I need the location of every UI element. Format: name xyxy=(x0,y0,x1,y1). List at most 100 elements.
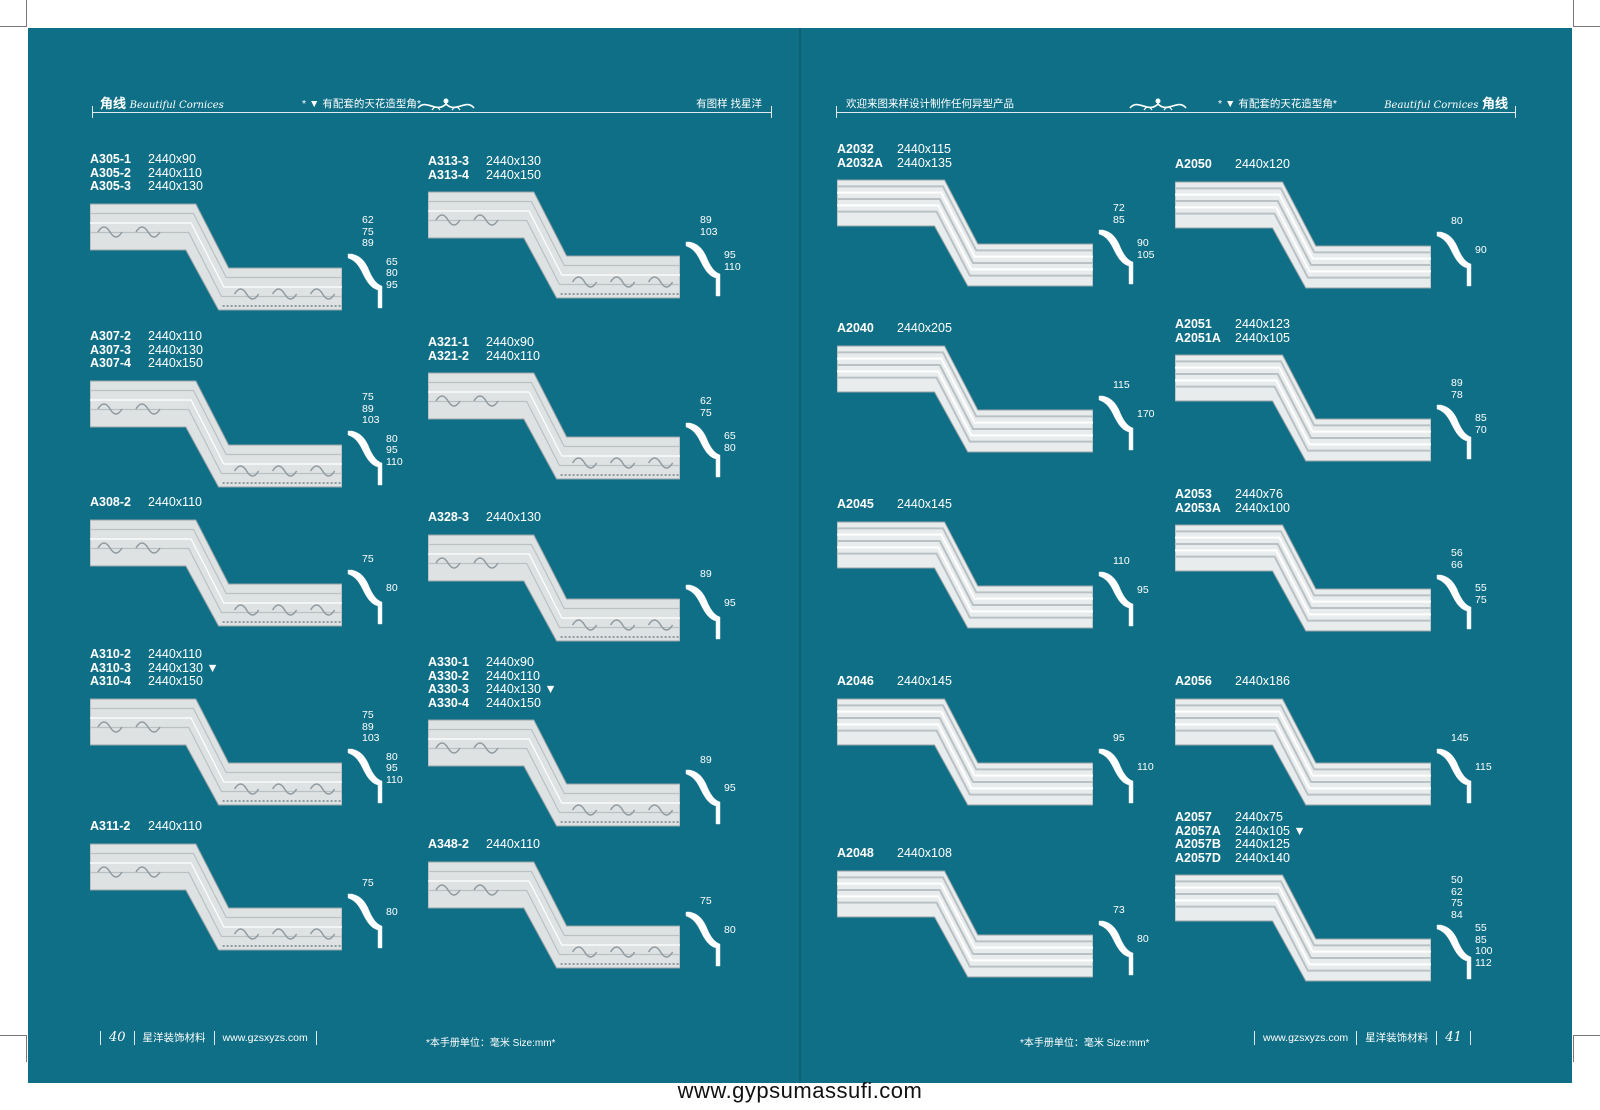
corner-note: * ▼ 有配套的天花造型角* xyxy=(302,98,421,110)
dimension-value: 75 xyxy=(362,391,374,403)
profile-section-icon xyxy=(1098,748,1134,803)
product-code: A330-2 xyxy=(428,668,469,683)
product-size: 2440x150 xyxy=(486,167,541,182)
product-code: A2048 xyxy=(837,846,874,860)
profile-widths: 95 xyxy=(1113,732,1125,745)
dimension-value: 89 xyxy=(700,568,712,580)
dimension-value: 95 xyxy=(386,444,398,456)
product-size: 2440x105 ▼ xyxy=(1235,823,1306,838)
dimension-value: 75 xyxy=(362,877,374,889)
unit-note-left: *本手册单位：毫米 Size:mm* xyxy=(426,1038,556,1049)
cornice-image xyxy=(837,179,1093,287)
dimension-value: 80 xyxy=(386,905,398,918)
dimension-value: 89 xyxy=(700,214,712,226)
dimension-value: 80 xyxy=(386,267,398,279)
product-code: A2040 xyxy=(837,321,874,335)
dimension-value: 55 xyxy=(1475,922,1487,934)
product-size: 2440x140 xyxy=(1235,850,1290,865)
profile-section-icon xyxy=(347,893,383,948)
dimension-value: 75 xyxy=(1451,897,1463,909)
code-row: A328-3 2440x130 xyxy=(428,510,541,525)
profile-section-icon xyxy=(347,253,383,308)
product-code: A330-4 xyxy=(428,695,469,710)
dimension-value: 85 xyxy=(1113,213,1125,226)
product-size: 2440x110 xyxy=(148,329,202,343)
dimension-value: 56 xyxy=(1451,547,1463,559)
profile-heights: 110 xyxy=(1137,761,1154,774)
product-size: 2440x110 xyxy=(486,668,540,683)
profile-section-icon xyxy=(347,748,383,803)
dimension-value: 75 xyxy=(362,709,374,721)
product-size: 2440x110 xyxy=(486,837,540,851)
dimension-value: 95 xyxy=(1137,583,1149,596)
product-size: 2440x90 xyxy=(486,655,534,669)
product-size: 2440x205 xyxy=(897,321,952,335)
dimension-value: 75 xyxy=(1475,593,1487,606)
product-code: A305-1 xyxy=(90,152,131,166)
company-name: 星洋装饰材料 xyxy=(142,1032,206,1044)
profile-widths: 75 xyxy=(362,877,374,890)
profile-widths: 80 xyxy=(1451,215,1463,228)
dimension-value: 89 xyxy=(700,753,712,766)
product-code: A2045 xyxy=(837,497,874,511)
cornice-image xyxy=(837,870,1093,977)
right-page-header: 欢迎来图来样设计制作任何异型产品 * ▼ 有配套的天花造型角* Beautifu… xyxy=(836,88,1516,128)
profile-section-icon xyxy=(685,769,721,825)
product-code: A2051 xyxy=(1175,317,1212,331)
profile-section-icon xyxy=(1436,231,1472,286)
product-code: A311-2 xyxy=(90,819,131,833)
product-code: A2056 xyxy=(1175,674,1212,688)
cornice-image xyxy=(428,534,680,641)
section-title: 角线 Beautiful Cornices xyxy=(100,96,224,111)
dimension-value: 100 xyxy=(1475,945,1493,957)
dimension-value: 90 xyxy=(1137,237,1149,249)
crop-mark-top-left xyxy=(0,0,27,27)
product-size: 2440x130 xyxy=(486,510,541,524)
dimension-value: 70 xyxy=(1475,423,1487,436)
product-size: 2440x90 xyxy=(486,335,534,349)
product-code: A330-3 xyxy=(428,682,469,696)
product-code: A307-2 xyxy=(90,329,131,343)
profile-section-icon xyxy=(1436,748,1472,803)
profile-heights: 95 xyxy=(1137,583,1149,597)
cornice-image xyxy=(1175,698,1431,805)
cornice-image xyxy=(90,519,342,626)
product-code: A328-3 xyxy=(428,510,469,524)
dimension-value: 103 xyxy=(700,225,718,238)
product-size: 2440x115 xyxy=(897,142,951,156)
product-codes: A2040 2440x205 xyxy=(837,321,952,336)
slogan: 欢迎来图来样设计制作任何异型产品 xyxy=(846,98,1014,110)
catalog-spread: 角线 Beautiful Cornices * ▼ 有配套的天花造型角* 有图样… xyxy=(28,28,1572,1083)
dimension-value: 112 xyxy=(1475,956,1492,969)
